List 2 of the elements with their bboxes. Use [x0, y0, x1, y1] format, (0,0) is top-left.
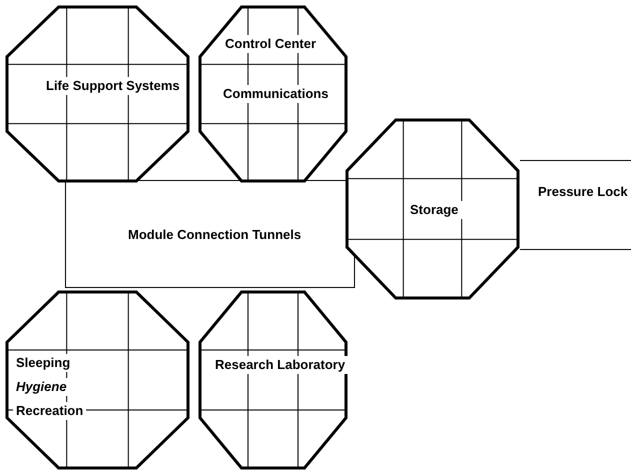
module-label: Hygiene: [13, 378, 70, 396]
module-label: Recreation: [13, 402, 86, 420]
